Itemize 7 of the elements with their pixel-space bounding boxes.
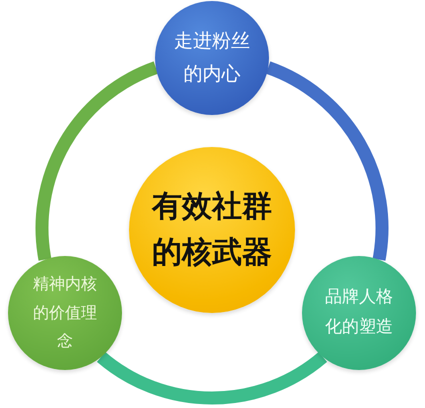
node-label: 精神内核的价值理念 (32, 272, 98, 352)
ring-arc (97, 352, 327, 404)
ring-arc (266, 62, 388, 260)
ring-arc (36, 62, 158, 260)
node-label: 品牌人格化的塑造 (324, 286, 394, 339)
node-label: 有效社群的核武器 (150, 188, 273, 272)
node-label: 走进粉丝的内心 (173, 28, 251, 87)
